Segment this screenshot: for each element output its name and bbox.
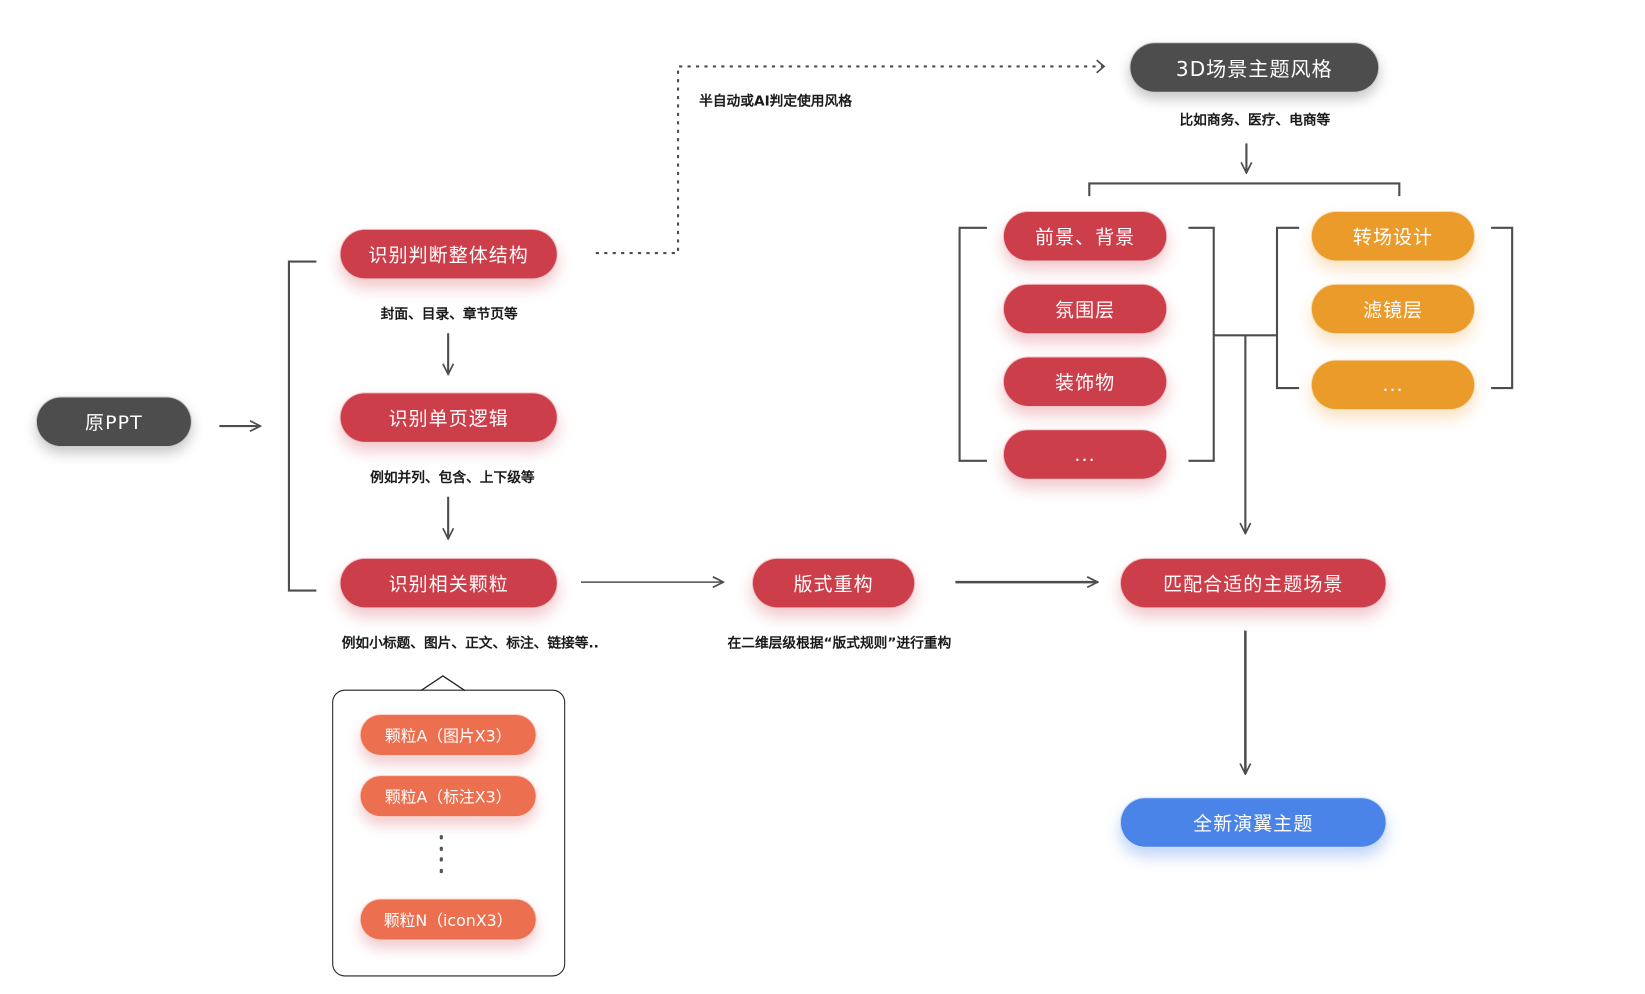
step-particles-label: 识别相关颗粒 [388, 573, 509, 596]
step-page-logic-label: 识别单页逻辑 [388, 408, 509, 431]
effect-layer-item: 滤镜层 [1310, 283, 1476, 335]
layout-rebuild-note: 在二维层级根据“版式规则”进行重构 [727, 635, 952, 652]
result-theme-label: 全新演翼主题 [1193, 813, 1314, 836]
step-structure-node: 识别判断整体结构 [339, 228, 558, 280]
effect-layer-label: ... [1382, 373, 1404, 396]
step-particles-note: 例如小标题、图片、正文、标注、链接等.. [341, 635, 599, 652]
particle-label: 颗粒N（iconX3） [383, 910, 513, 930]
effect-layer-item: ... [1310, 359, 1476, 411]
step-page-logic-note: 例如并列、包含、上下级等 [370, 470, 535, 487]
scene-layer-label: 氛围层 [1055, 299, 1116, 322]
step-page-logic-node: 识别单页逻辑 [339, 392, 558, 443]
effect-layer-label: 滤镜层 [1362, 299, 1424, 322]
effect-layers-bracket-right [1491, 226, 1514, 390]
particle-label: 颗粒A（图片X3） [384, 726, 512, 746]
scene-layers-bracket-right [1188, 226, 1215, 462]
scene-layers-bracket-left [958, 226, 988, 462]
step-structure-label: 识别判断整体结构 [368, 244, 529, 267]
scene-layer-label: 前景、背景 [1034, 226, 1136, 249]
dotted-link-to-theme [595, 65, 1104, 255]
step-particles-node: 识别相关颗粒 [339, 557, 558, 609]
layout-rebuild-label: 版式重构 [793, 573, 874, 596]
layers-split-bar [1088, 182, 1401, 197]
particle-item: 颗粒N（iconX3） [359, 898, 537, 941]
match-scene-label: 匹配合适的主题场景 [1163, 573, 1344, 596]
vertical-ellipsis-icon [439, 835, 443, 874]
source-ppt-node: 原PPT [35, 396, 192, 448]
match-scene-node: 匹配合适的主题场景 [1119, 557, 1387, 609]
scene-layer-item: ... [1002, 429, 1168, 480]
theme-style-note: 比如商务、医疗、电商等 [1179, 112, 1331, 129]
scene-layer-item: 前景、背景 [1002, 210, 1168, 262]
scene-layer-label: 装饰物 [1055, 372, 1116, 395]
theme-style-label: 3D场景主题风格 [1175, 57, 1333, 81]
scene-layer-item: 装饰物 [1002, 356, 1168, 408]
step-structure-note: 封面、目录、章节页等 [380, 306, 518, 323]
effect-layers-bracket-left [1275, 226, 1300, 390]
analysis-bracket [287, 260, 317, 592]
particle-label: 颗粒A（标注X3） [384, 787, 512, 807]
particle-item: 颗粒A（图片X3） [359, 713, 537, 757]
effect-layer-label: 转场设计 [1352, 226, 1434, 249]
result-theme-node: 全新演翼主题 [1119, 797, 1387, 848]
theme-style-node: 3D场景主题风格 [1129, 42, 1380, 93]
scene-layer-label: ... [1074, 443, 1096, 466]
layout-rebuild-node: 版式重构 [751, 557, 916, 609]
particles-callout-notch [420, 675, 466, 692]
particles-callout-box [332, 689, 566, 977]
effect-layer-item: 转场设计 [1310, 210, 1476, 262]
particle-item: 颗粒A（标注X3） [359, 775, 537, 818]
source-ppt-label: 原PPT [85, 412, 143, 435]
scene-layer-item: 氛围层 [1002, 283, 1168, 335]
style-link-label: 半自动或AI判定使用风格 [699, 93, 852, 110]
